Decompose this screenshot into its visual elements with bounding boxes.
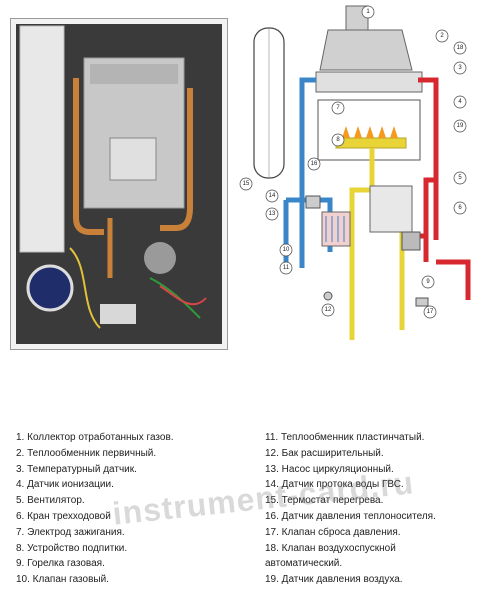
- legend-item-1: 1. Коллектор отработанных газов.: [16, 432, 174, 443]
- callout-6: 6: [453, 201, 467, 215]
- schema-gas-valve: [369, 185, 413, 233]
- legend-item-12: 12. Бак расширительный.: [265, 447, 384, 459]
- svg-text:14: 14: [269, 193, 276, 199]
- callout-9: 9: [421, 275, 435, 289]
- callout-13: 13: [265, 207, 279, 221]
- svg-text:7: 7: [336, 105, 340, 111]
- svg-text:15: 15: [243, 181, 250, 187]
- schema-flue-collector: [319, 29, 413, 71]
- svg-text:4: 4: [458, 99, 462, 105]
- schema-plate-exchanger: [321, 211, 351, 247]
- schema-burner: [335, 126, 407, 149]
- schema-hot-pipe: [408, 77, 471, 300]
- legend-item-17: 17. Клапан сброса давления.: [265, 526, 401, 538]
- callout-1: 1: [361, 5, 375, 19]
- svg-text:18: 18: [457, 45, 464, 51]
- schema-heat-exchanger: [315, 71, 423, 93]
- callout-12: 12: [321, 303, 335, 317]
- legend-item-3: 3. Температурный датчик.: [16, 463, 137, 475]
- legend-item-6: 6. Кран трехходовой: [16, 510, 111, 522]
- legend-item-18-cont: автоматический.: [265, 558, 343, 570]
- callout-8: 8: [331, 133, 345, 147]
- svg-text:8: 8: [336, 137, 340, 143]
- legend-item-9: 9. Горелка газовая.: [16, 558, 105, 570]
- svg-text:11: 11: [283, 265, 290, 271]
- svg-text:9: 9: [426, 279, 430, 285]
- legend-item-19: 19. Датчик давления воздуха.: [265, 574, 403, 586]
- boiler-interior-photo: [10, 18, 228, 350]
- svg-text:1: 1: [366, 9, 370, 15]
- callout-18: 18: [453, 41, 467, 55]
- legend-item-14: 14. Датчик протока воды ГВС.: [265, 479, 404, 491]
- legend-item-4: 4. Датчик ионизации.: [16, 479, 114, 491]
- svg-text:3: 3: [458, 65, 462, 71]
- svg-text:5: 5: [458, 175, 462, 181]
- callout-14: 14: [265, 189, 279, 203]
- callout-2: 2: [435, 29, 449, 43]
- boiler-schematic: 1 2 18 3 4 7 19 8 16 5 14 15 6 13 10 11 …: [239, 5, 471, 340]
- legend-item-16: 16. Датчик давления теплоносителя.: [265, 510, 436, 522]
- svg-text:2: 2: [440, 33, 444, 39]
- photo-expansion-tank: [19, 25, 65, 253]
- callout-17: 17: [423, 305, 437, 319]
- schema-pump: [401, 231, 421, 251]
- callout-4: 4: [453, 95, 467, 109]
- legend-item-11: 11. Теплообменник пластинчатый.: [265, 432, 425, 443]
- legend-item-2: 2. Теплообменник первичный.: [16, 447, 157, 459]
- schema-gas-pipe: [349, 148, 405, 340]
- legend-right: 11. Теплообменник пластинчатый. 12. Бак …: [265, 430, 475, 588]
- svg-text:6: 6: [458, 205, 462, 211]
- legend-item-13: 13. Насос циркуляционный.: [265, 463, 394, 475]
- legend-item-15: 15. Термостат перегрева.: [265, 495, 384, 507]
- legend-item-7: 7. Электрод зажигания.: [16, 526, 125, 538]
- callout-16: 16: [307, 157, 321, 171]
- callout-10: 10: [279, 243, 293, 257]
- svg-text:19: 19: [457, 123, 464, 129]
- svg-text:13: 13: [269, 211, 276, 217]
- photo-pump-icon: [26, 264, 74, 312]
- svg-text:12: 12: [325, 307, 332, 313]
- callout-15: 15: [239, 177, 253, 191]
- svg-text:16: 16: [311, 161, 318, 167]
- callout-3: 3: [453, 61, 467, 75]
- legend-item-10: 10. Клапан газовый.: [16, 574, 109, 586]
- legend-item-8: 8. Устройство подпитки.: [16, 542, 128, 554]
- legend-item-5: 5. Вентилятор.: [16, 495, 85, 507]
- callout-5: 5: [453, 171, 467, 185]
- callout-7: 7: [331, 101, 345, 115]
- svg-text:17: 17: [427, 309, 434, 315]
- legend-left: 1. Коллектор отработанных газов. 2. Тепл…: [16, 430, 251, 588]
- callout-19: 19: [453, 119, 467, 133]
- legend-item-18: 18. Клапан воздухоспускной: [265, 542, 396, 554]
- svg-text:10: 10: [283, 247, 290, 253]
- callout-11: 11: [279, 261, 293, 275]
